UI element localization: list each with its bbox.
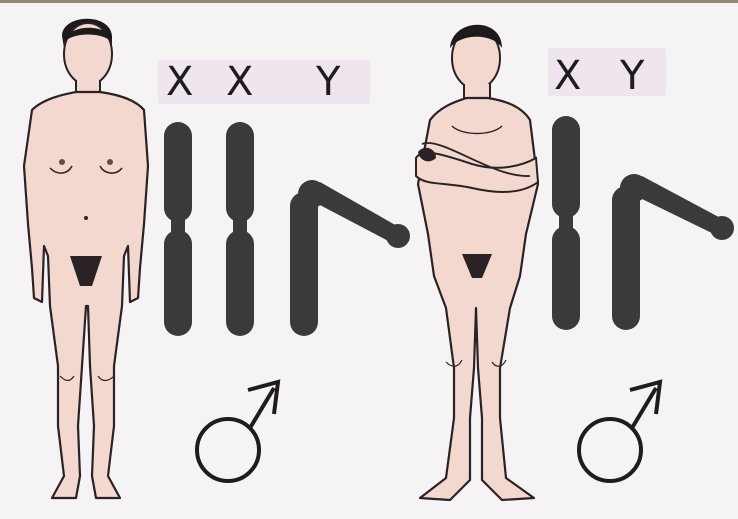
- left-human-figure: [10, 6, 155, 516]
- chromosome-x-1: [160, 118, 196, 340]
- label-y-1: Y: [316, 62, 340, 102]
- male-symbol-right: [570, 370, 670, 490]
- chromosome-x-2: [222, 118, 258, 340]
- chromosome-x-3: [548, 112, 584, 334]
- male-symbol-left: [188, 370, 288, 490]
- label-x-1: X: [166, 62, 193, 102]
- chromosome-y-1: [284, 176, 414, 340]
- label-y-2: Y: [620, 56, 644, 96]
- chromosome-y-2: [606, 170, 738, 334]
- label-x-2: X: [226, 62, 253, 102]
- top-border: [0, 0, 738, 3]
- label-x-3: X: [554, 56, 581, 96]
- right-human-figure: [402, 8, 552, 513]
